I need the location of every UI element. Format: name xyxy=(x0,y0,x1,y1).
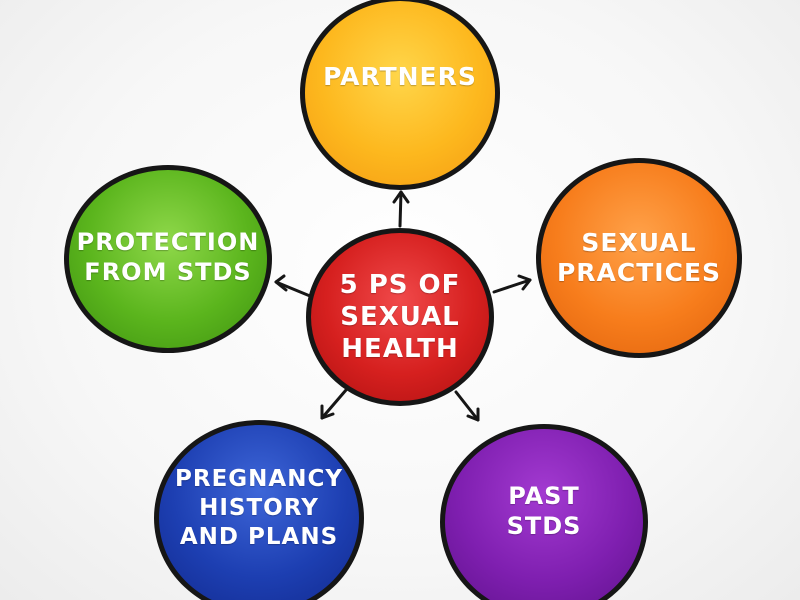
node-sexual-practices-label: SEXUAL PRACTICES xyxy=(556,228,722,287)
node-sexual-practices: SEXUAL PRACTICES xyxy=(536,158,742,358)
node-partners: PARTNERS xyxy=(300,0,500,190)
arrow-to-past-stds xyxy=(454,390,480,422)
center-node-label: 5 PS OF SEXUAL HEALTH xyxy=(339,270,461,364)
arrow-to-protection-from-stds xyxy=(274,274,312,298)
node-pregnancy-history: PREGNANCY HISTORY AND PLANS xyxy=(154,420,364,600)
arrow-to-sexual-practices xyxy=(492,274,532,294)
arrow-to-partners xyxy=(392,190,410,228)
node-protection-from-stds-label: PROTECTION FROM STDS xyxy=(76,228,260,286)
arrow-to-pregnancy-history xyxy=(320,388,348,420)
center-node: 5 PS OF SEXUAL HEALTH xyxy=(306,228,494,406)
node-partners-label: PARTNERS xyxy=(323,62,477,91)
node-pregnancy-history-label: PREGNANCY HISTORY AND PLANS xyxy=(175,465,343,550)
node-past-stds-label: PAST STDS xyxy=(506,482,582,540)
node-protection-from-stds: PROTECTION FROM STDS xyxy=(64,165,272,353)
node-past-stds: PAST STDS xyxy=(440,424,648,600)
